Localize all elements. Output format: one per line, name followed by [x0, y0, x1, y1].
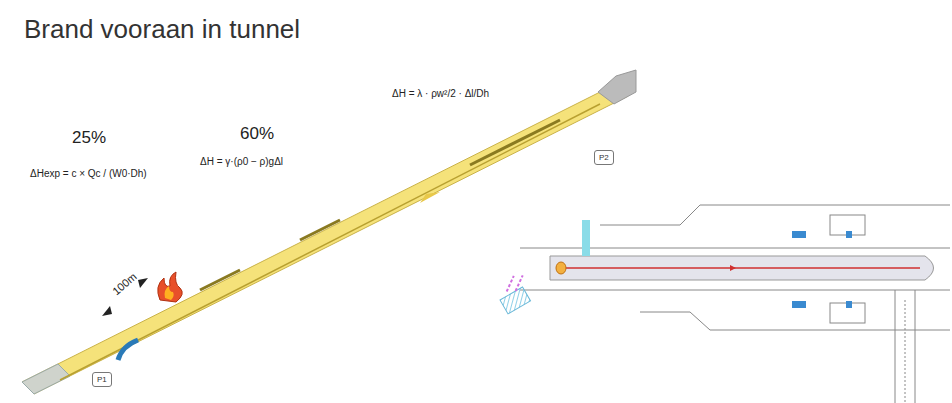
flow-line — [560, 267, 920, 269]
jet-fan-arc — [118, 340, 138, 360]
point-label: P2 — [599, 153, 609, 162]
portal-high — [598, 70, 636, 104]
point-box: P1 — [92, 372, 112, 387]
fire-symbol — [158, 272, 183, 302]
formula: ΔHexp = c × Qc / (W0·Dh) — [30, 168, 147, 179]
flow-arrow — [420, 192, 440, 203]
point-label: P1 — [97, 375, 107, 384]
dimension: 100m — [110, 270, 139, 297]
formula: ΔH = γ·(ρ0 − ρ)gΔl — [200, 156, 283, 167]
curtain — [582, 220, 590, 256]
plan-view — [520, 205, 950, 403]
slide-title: Brand vooraan in tunnel — [24, 14, 300, 45]
point-box: P2 — [594, 150, 614, 165]
tube-plan — [550, 256, 934, 280]
tunnel-tube — [22, 84, 628, 394]
percentage: 60% — [240, 124, 274, 144]
formula: ΔH = λ · ρw²/2 · Δl/Dh — [392, 88, 489, 99]
tunnel-axis — [60, 104, 600, 380]
fire-mark — [556, 262, 566, 274]
percentage: 25% — [72, 128, 106, 148]
fan-icon — [493, 272, 536, 314]
